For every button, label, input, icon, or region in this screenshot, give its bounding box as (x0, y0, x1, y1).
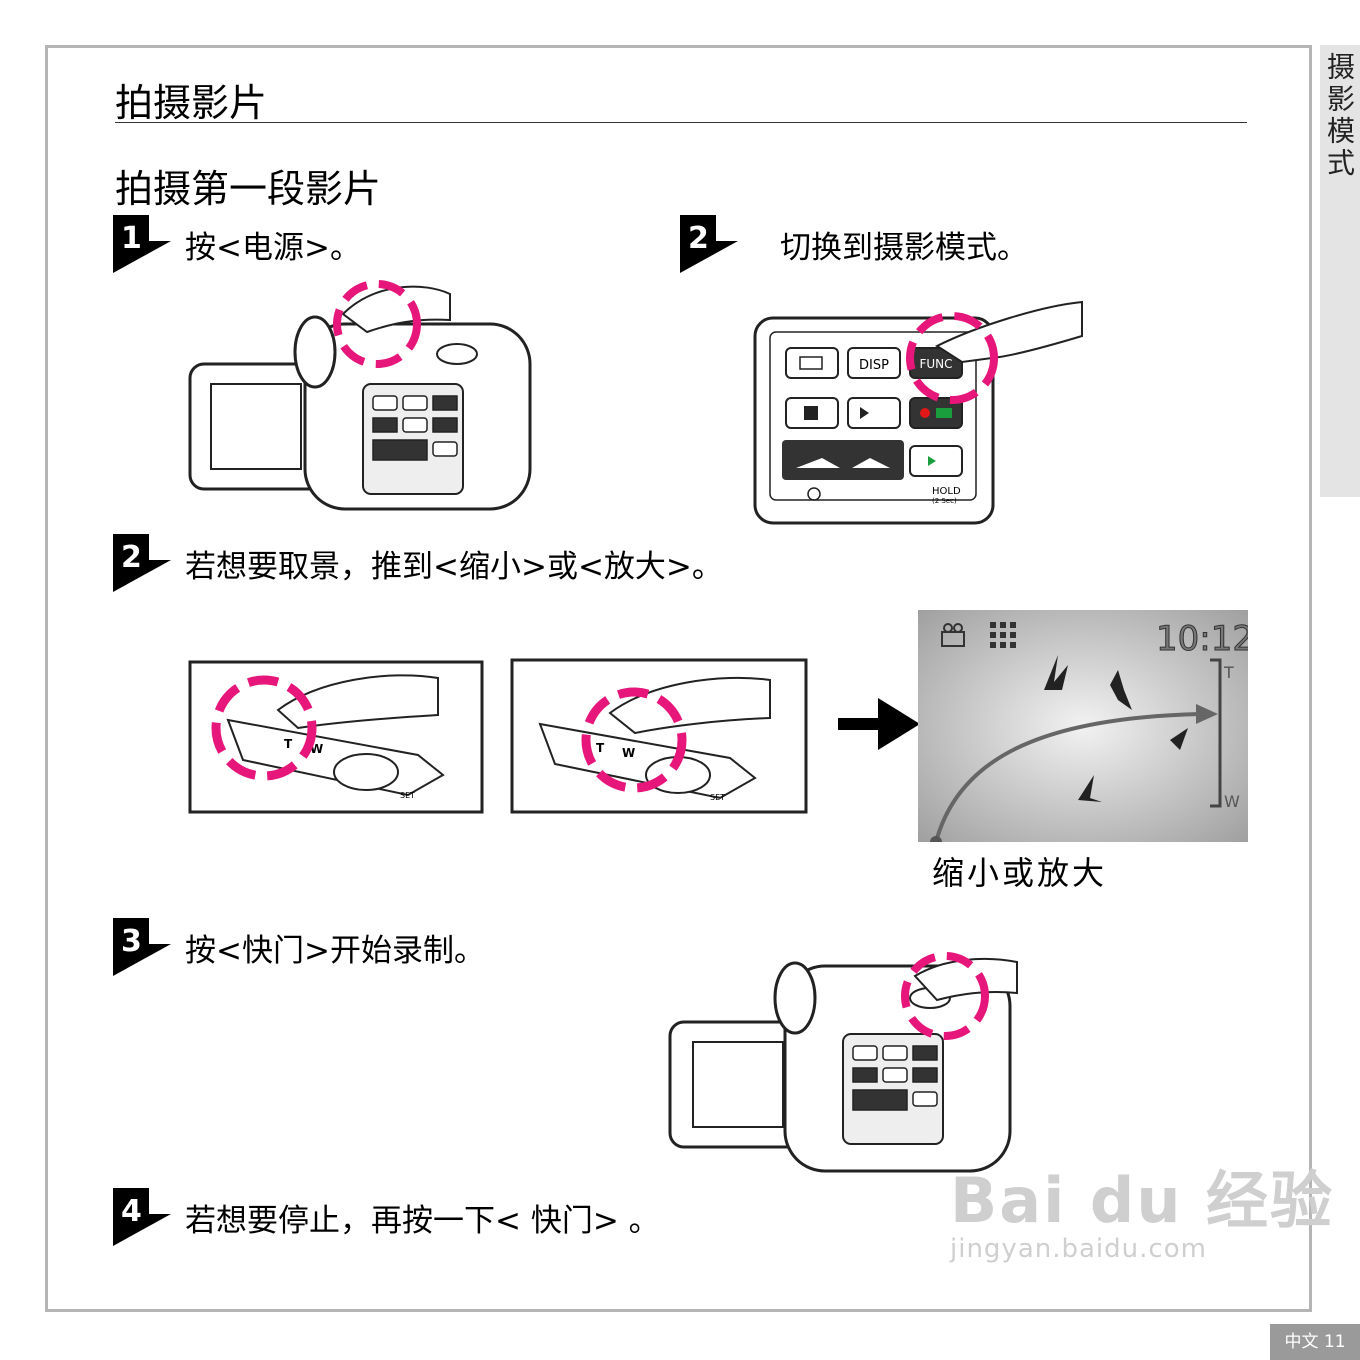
page-number-badge: 中文 11 (1270, 1324, 1360, 1360)
step-2-zoom: 2 若想要取景，推到<缩小>或<放大>。 (113, 534, 723, 592)
quality-grid-icon (990, 622, 1016, 648)
zoom-caption: 缩小或放大 (932, 854, 1108, 892)
section-title: 拍摄第一段影片 (115, 167, 382, 211)
zoom-out-figure: SET T W (188, 660, 484, 814)
zoom-t-label: T (1223, 663, 1234, 682)
baidu-watermark: Bai du 经验 jingyan.baidu.com (950, 1150, 1334, 1264)
side-tab-label: 摄影模式 (1323, 52, 1356, 180)
step-badge: 2 (113, 534, 171, 592)
step-text: 若想要停止，再按一下< 快门> 。 (185, 1202, 660, 1239)
step-text: 按<电源>。 (185, 229, 361, 266)
zoom-w-label: W (1224, 792, 1240, 811)
step-2-mode: 2 切换到摄影模式。 (680, 215, 1028, 273)
step-badge: 4 (113, 1188, 171, 1246)
side-tab (1320, 45, 1360, 497)
watermark-logo: Bai du 经验 (950, 1164, 1335, 1237)
arrow-right-icon (838, 698, 920, 750)
control-panel-figure: DISP FUNC HOLD (2 Sec) (753, 300, 1083, 525)
hold-label: HOLD (932, 486, 961, 497)
w-key-label: W (622, 746, 635, 760)
step-text: 按<快门>开始录制。 (185, 932, 485, 969)
clock-time: 10:12 (1156, 619, 1248, 659)
step-3: 3 按<快门>开始录制。 (113, 918, 485, 976)
step-4: 4 若想要停止，再按一下< 快门> 。 (113, 1188, 660, 1246)
step-badge: 3 (113, 918, 171, 976)
step-badge: 1 (113, 215, 171, 273)
set-label: SET (710, 793, 725, 802)
set-label: SET (400, 791, 415, 800)
func-label: FUNC (919, 357, 952, 371)
step-text: 若想要取景，推到<缩小>或<放大>。 (185, 548, 723, 585)
zoom-in-figure: SET T W (510, 658, 808, 814)
hold-sub-label: (2 Sec) (932, 497, 957, 505)
watermark-url: jingyan.baidu.com (950, 1234, 1207, 1264)
camera-power-figure (188, 280, 532, 511)
step-badge: 2 (680, 215, 738, 273)
disp-label: DISP (859, 358, 889, 373)
camera-shutter-figure (668, 952, 1018, 1173)
video-mode-icon (941, 623, 965, 647)
page-title: 拍摄影片 (115, 81, 268, 125)
step-1: 1 按<电源>。 (113, 215, 361, 273)
birds-illustration (1044, 655, 1188, 802)
step-text: 切换到摄影模式。 (780, 229, 1028, 266)
page-frame (45, 45, 1312, 1312)
lcd-screen-preview: 10:12 T W (918, 610, 1248, 842)
t-key-label: T (596, 741, 605, 755)
title-divider (115, 122, 1247, 123)
t-key-label: T (284, 737, 293, 751)
